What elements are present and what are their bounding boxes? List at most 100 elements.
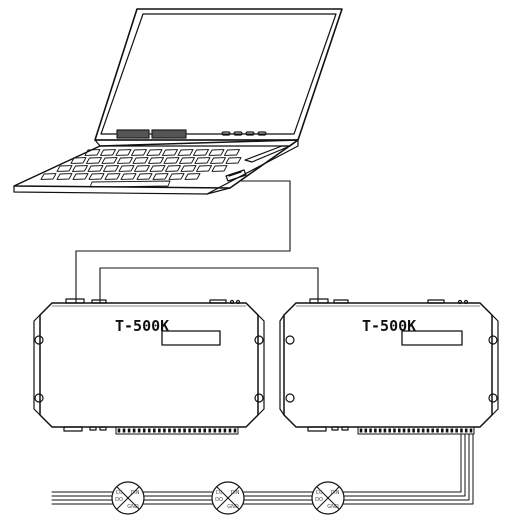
terminal-pin — [188, 428, 191, 433]
terminal-pin — [455, 428, 458, 433]
terminal-pin — [364, 428, 368, 433]
pixel-cross-line — [316, 486, 340, 510]
keyboard-key — [56, 165, 73, 172]
terminal-pin — [147, 428, 151, 433]
lcd-display — [161, 330, 221, 346]
laptop-display — [100, 13, 337, 135]
pixel-pin-label: GND — [327, 504, 339, 510]
keyboard-spacebar — [89, 180, 171, 188]
keyboard-key — [100, 149, 116, 156]
terminal-pin — [208, 428, 212, 433]
terminal-pin — [142, 428, 146, 433]
terminal-pin — [378, 428, 382, 433]
keyboard-key — [101, 157, 118, 164]
keyboard-key — [104, 173, 121, 180]
controller-unit-1 — [33, 298, 265, 435]
controller-2-model-label: T-500K — [362, 317, 416, 335]
terminal-pin — [436, 428, 439, 433]
speaker-grille — [116, 129, 187, 139]
keyboard-key — [163, 157, 180, 164]
terminal-pin — [137, 428, 141, 433]
mounting-ear-left — [279, 314, 295, 416]
controller-body — [283, 302, 493, 428]
mounting-ear-right — [488, 314, 499, 416]
keyboard-key — [148, 157, 164, 164]
terminal-pin — [183, 428, 186, 433]
terminal-pin — [369, 428, 372, 433]
controller-1-model-label: T-500K — [115, 317, 169, 335]
controller-body — [39, 302, 259, 428]
keyboard — [40, 149, 242, 188]
terminal-pin — [441, 428, 444, 433]
keyboard-key — [72, 165, 88, 172]
terminal-pin — [359, 428, 363, 433]
pixel-pin-label: DO — [115, 497, 123, 503]
terminal-pin — [388, 428, 391, 433]
keyboard-key — [194, 157, 211, 164]
pixel-pin-label: C0 — [316, 490, 323, 496]
keyboard-key — [115, 149, 132, 156]
terminal-pin — [132, 428, 136, 433]
terminal-pin — [127, 428, 131, 433]
mounting-ear-right — [254, 314, 265, 416]
controller-unit-2 — [279, 298, 499, 435]
terminal-pin — [397, 428, 401, 433]
laptop — [13, 8, 343, 195]
terminal-pin — [168, 428, 171, 433]
terminal-pin — [393, 428, 396, 433]
terminal-pin — [173, 428, 176, 433]
terminal-pin — [218, 428, 222, 433]
cable-controller-1 — [99, 267, 319, 304]
lcd-display — [401, 330, 463, 346]
keyboard-key — [86, 157, 102, 164]
keyboard-key — [120, 173, 137, 180]
keyboard-key — [149, 165, 166, 172]
keyboard-key — [134, 165, 150, 172]
keyboard-key — [225, 157, 242, 164]
ethernet-port — [65, 298, 85, 304]
pixel-pin-label: DIN — [330, 490, 339, 496]
terminal-pin — [412, 428, 415, 433]
terminal-pin — [153, 428, 156, 433]
terminal-pin — [117, 428, 121, 433]
terminal-pin — [421, 428, 425, 433]
pixel-string-wires — [51, 433, 474, 505]
laptop-usb-port — [225, 169, 247, 182]
terminal-pin — [464, 428, 468, 433]
terminal-pin — [469, 428, 473, 433]
terminal-pin — [402, 428, 406, 433]
keyboard-key — [146, 149, 163, 156]
pixel-pin-label: DIN — [130, 490, 139, 496]
keyboard-key — [56, 173, 73, 180]
keyboard-key — [162, 149, 178, 156]
keyboard-key — [117, 157, 133, 164]
terminal-pin — [445, 428, 449, 433]
keyboard-key — [224, 149, 240, 156]
cable-laptop-uplink — [75, 180, 291, 304]
pixel-pin-label: DO — [215, 497, 223, 503]
keyboard-key — [152, 173, 169, 180]
keyboard-key — [72, 173, 89, 180]
keyboard-key — [208, 149, 225, 156]
pixel-pin-label: C0 — [216, 490, 223, 496]
keyboard-key — [136, 173, 153, 180]
terminal-pin — [228, 428, 232, 433]
terminal-pin — [233, 428, 237, 433]
terminal-pin — [426, 428, 430, 433]
terminal-pin — [193, 428, 196, 433]
mounting-ear-left — [33, 314, 44, 416]
terminal-pin — [203, 428, 207, 433]
keyboard-key — [40, 173, 57, 180]
keyboard-key — [177, 149, 194, 156]
pixel-pin-label: DO — [315, 497, 323, 503]
keyboard-key — [103, 165, 119, 172]
laptop-base-edge — [13, 185, 231, 195]
keyboard-key — [131, 149, 147, 156]
terminal-pin — [450, 428, 454, 433]
keyboard-key — [165, 165, 181, 172]
network-cables — [75, 180, 319, 304]
